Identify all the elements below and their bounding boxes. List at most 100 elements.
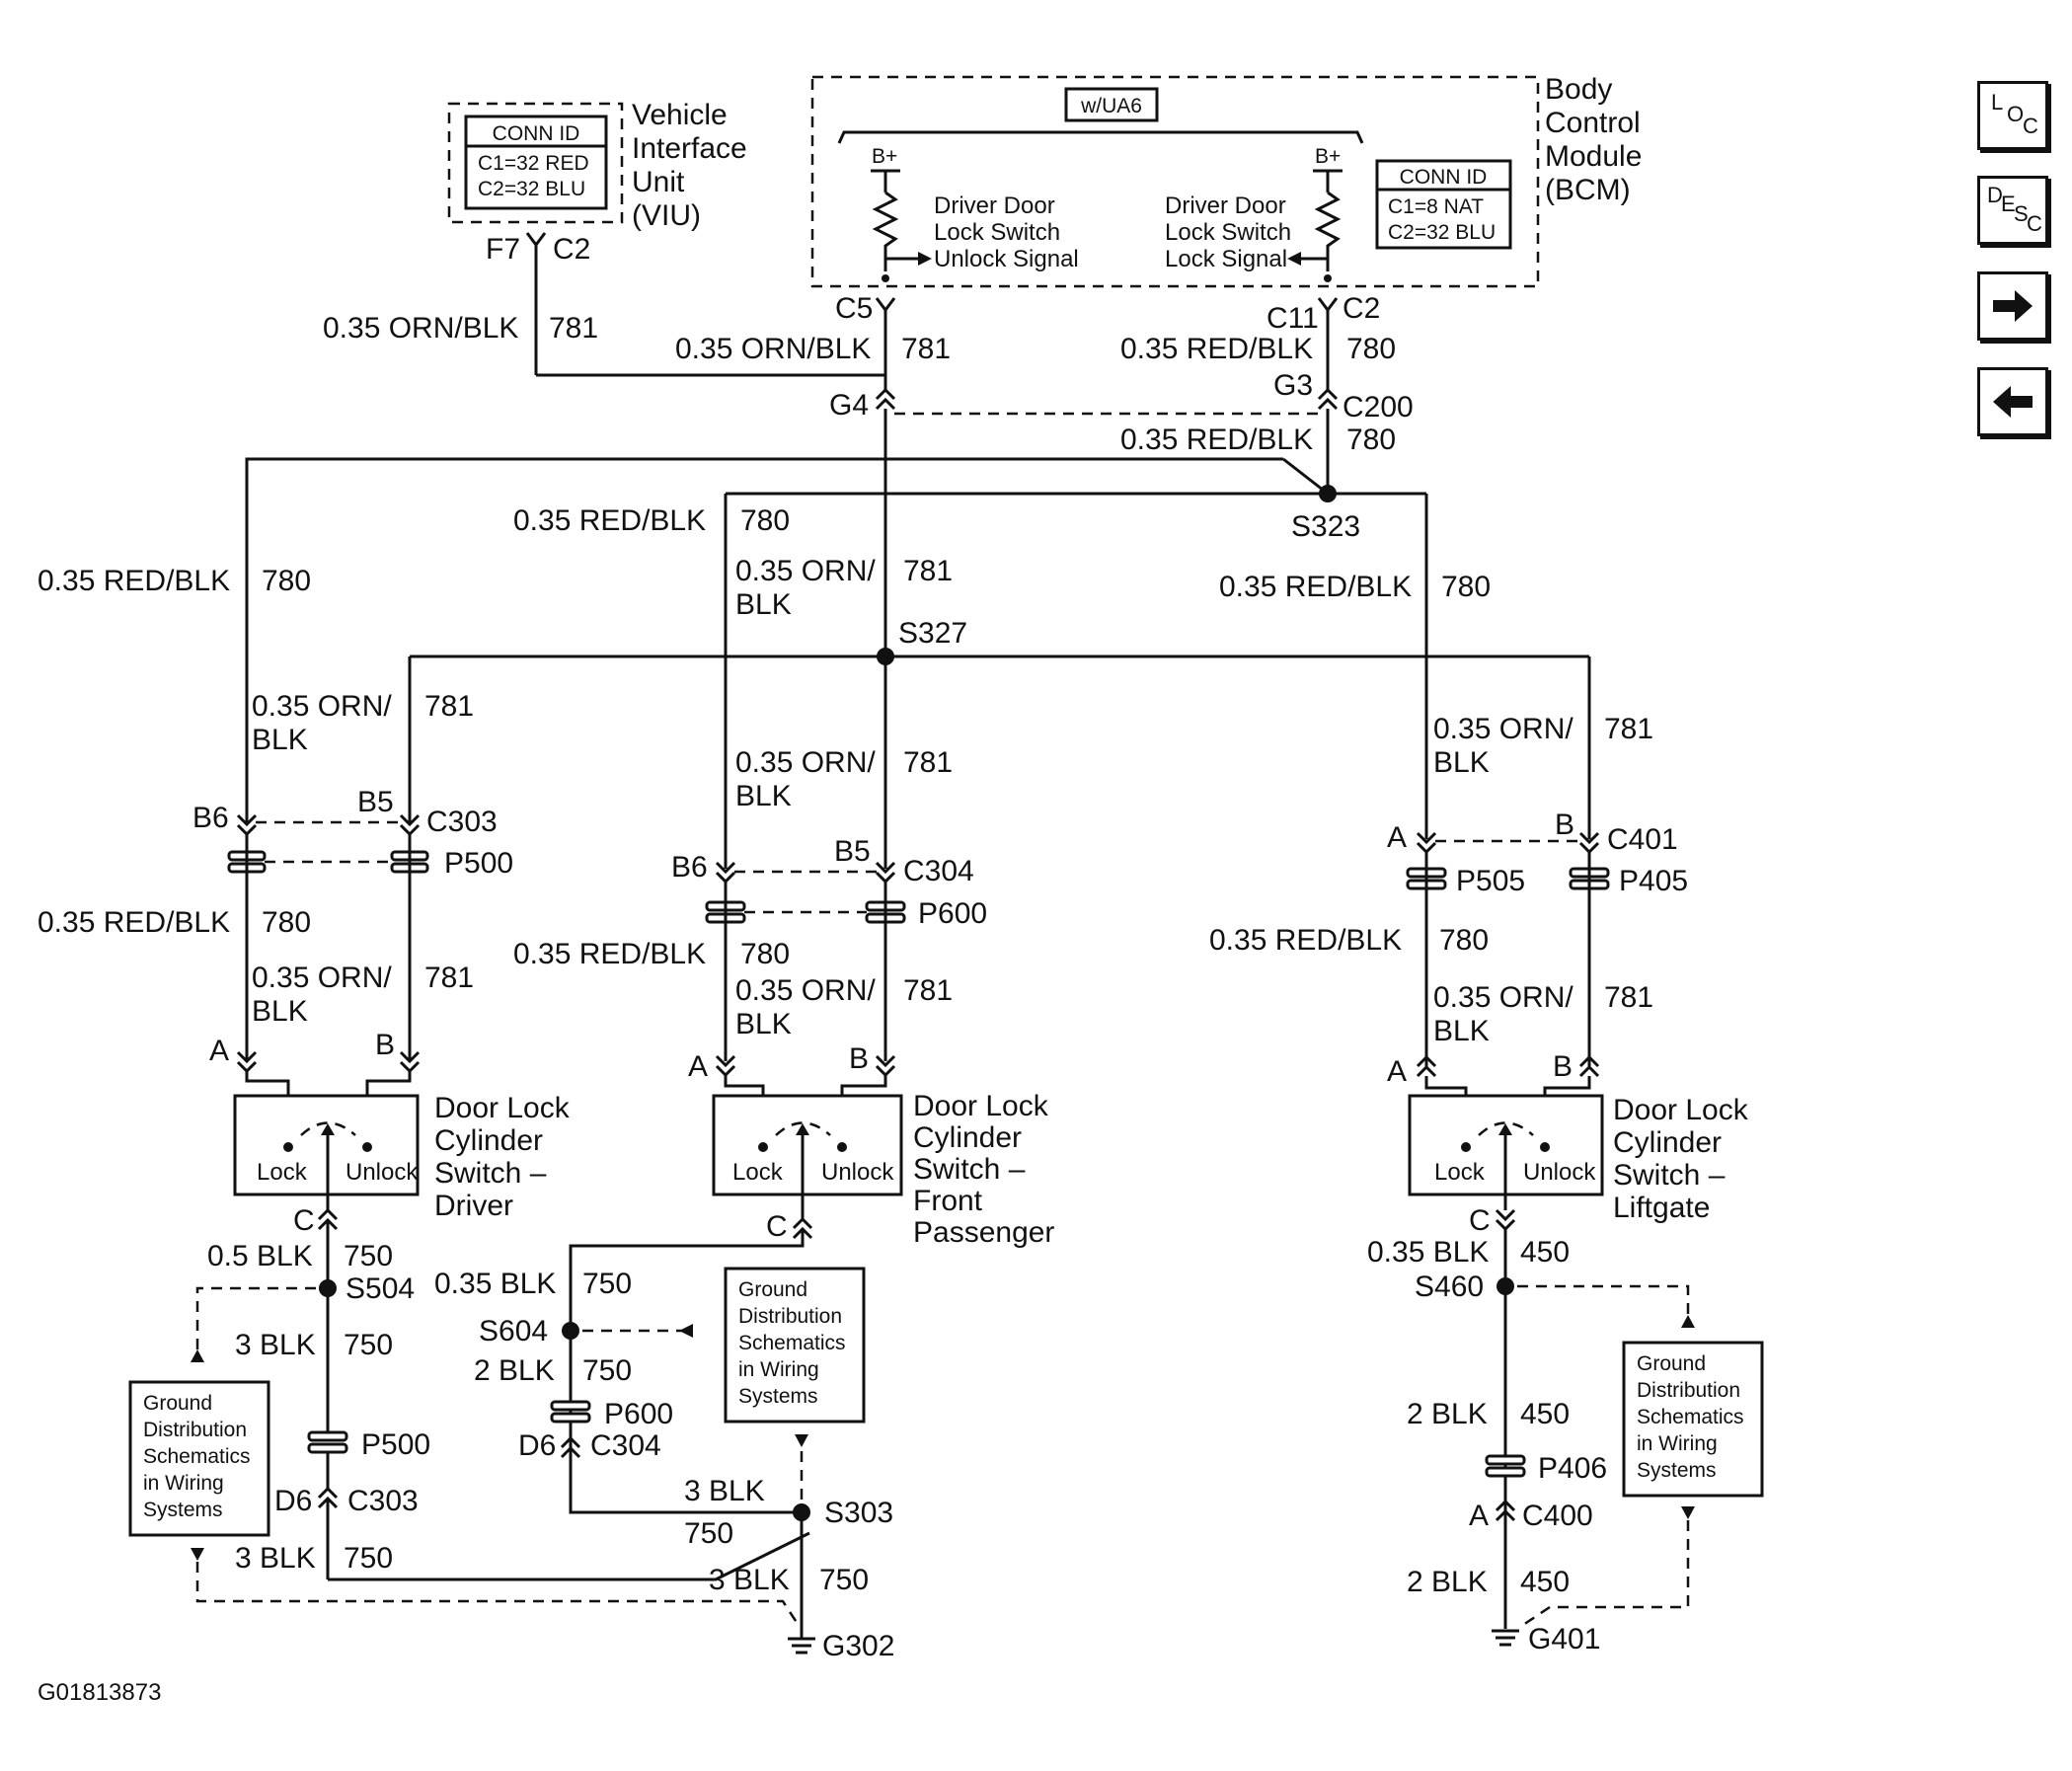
lift-switch-name-3: Switch – — [1613, 1159, 1726, 1192]
conn-p600: P600 — [918, 897, 987, 930]
front-switch-name-3: Switch – — [913, 1153, 1026, 1186]
lift-unlock-label: Unlock — [1523, 1159, 1596, 1186]
wl-c11-color: 0.35 RED/BLK — [1120, 333, 1313, 365]
wl-l450-num: 450 — [1520, 1236, 1570, 1269]
conn-c303-low: C303 — [347, 1485, 419, 1517]
bcm-option: w/UA6 — [1080, 95, 1142, 117]
wl-f781-a: 0.35 ORN/ — [735, 746, 876, 779]
wl-front780-num: 780 — [740, 504, 790, 537]
pin-a-front: A — [688, 1050, 708, 1083]
conn-b5-front: B5 — [834, 835, 871, 868]
wl-lift780-num: 780 — [1441, 571, 1491, 603]
loc-letter-l: L — [1991, 90, 2004, 115]
wl-d750-num: 750 — [344, 1240, 393, 1272]
pin-c-lift: C — [1469, 1204, 1491, 1237]
desc-letter-d: D — [1987, 183, 2003, 207]
driver-branch: 0.35 ORN/ BLK 781 B6 B5 C303 P500 0.35 R… — [38, 690, 810, 1625]
gnd-note-mid-4: in Wiring — [738, 1358, 819, 1381]
conn-c304-low: C304 — [590, 1429, 661, 1462]
wl-d781-num: 781 — [424, 690, 474, 723]
wl-trunk781-b: BLK — [735, 588, 792, 621]
location-button[interactable]: L O C — [1977, 81, 2048, 150]
liftgate-branch: 0.35 ORN/ BLK 781 A B C401 P505 P405 0.3… — [1209, 713, 1764, 1656]
wl-l781-num: 781 — [1604, 713, 1653, 745]
conn-p406: P406 — [1538, 1452, 1607, 1485]
gnd-note-right-5: Systems — [1637, 1459, 1717, 1482]
bcm-lock-label-1: Driver Door — [1165, 192, 1286, 219]
gnd-note-right-4: in Wiring — [1637, 1432, 1718, 1455]
driver-unlock-label: Unlock — [345, 1159, 419, 1186]
conn-p405: P405 — [1619, 865, 1688, 897]
wl-d750b-color: 3 BLK — [235, 1329, 316, 1361]
desc-letter-c: C — [2027, 211, 2042, 236]
wl-l780-color: 0.35 RED/BLK — [1209, 924, 1402, 957]
bcm-module: w/UA6 B+ Driver Door Lock Switch Unlock … — [810, 73, 1642, 335]
conn-p505: P505 — [1456, 865, 1525, 897]
viu-pin-c2: C2 — [553, 233, 590, 266]
splice-s604: S604 — [479, 1315, 548, 1348]
conn-c304: C304 — [903, 855, 974, 887]
wl-f781-b: BLK — [735, 780, 792, 812]
viu-pin-f7: F7 — [486, 233, 520, 266]
pin-b-lift-top: B — [1555, 808, 1574, 841]
conn-p500-low: P500 — [361, 1428, 430, 1461]
gnd-note-mid-5: Systems — [738, 1385, 818, 1408]
wl-f750-color: 0.35 BLK — [434, 1268, 556, 1300]
wl-l450c-color: 2 BLK — [1407, 1566, 1488, 1598]
next-arrow-button[interactable] — [1977, 271, 2048, 341]
wl-f780-num: 780 — [740, 938, 790, 970]
loc-letter-o: O — [2007, 102, 2025, 126]
conn-g3: G3 — [1273, 369, 1313, 402]
gnd-note-mid-2: Distribution — [738, 1305, 842, 1328]
splice-s327: S327 — [898, 617, 967, 650]
pin-b-driver: B — [375, 1029, 395, 1061]
bcm-name-3: Module — [1545, 140, 1642, 173]
description-button[interactable]: D E S C — [1977, 176, 2048, 245]
splice-s303: S303 — [824, 1497, 893, 1529]
splice-s504: S504 — [345, 1272, 415, 1305]
wl-d750b-num: 750 — [344, 1329, 393, 1361]
wl-c200-color: 0.35 RED/BLK — [1120, 424, 1313, 456]
wl-d781c-b: BLK — [252, 995, 308, 1028]
wl-l780-num: 780 — [1439, 924, 1489, 957]
conn-p500: P500 — [444, 847, 513, 880]
lift-lock-label: Lock — [1434, 1159, 1486, 1186]
wl-lift780-color: 0.35 RED/BLK — [1219, 571, 1412, 603]
pin-b-front: B — [849, 1042, 869, 1075]
wl-l450b-color: 2 BLK — [1407, 1398, 1488, 1430]
arrow-right-icon — [1993, 290, 2033, 322]
pin-a-lift-top: A — [1387, 821, 1407, 854]
lift-switch-name-2: Cylinder — [1613, 1126, 1722, 1159]
front-switch-name-1: Door Lock — [913, 1090, 1049, 1122]
driver-switch-name-4: Driver — [434, 1190, 513, 1222]
wl-d750c-color: 3 BLK — [235, 1542, 316, 1575]
figure-id: G01813873 — [38, 1679, 161, 1706]
prev-arrow-button[interactable] — [1977, 367, 2048, 436]
wl-l450c-num: 450 — [1520, 1566, 1570, 1598]
bcm-name-4: (BCM) — [1545, 174, 1631, 206]
wl-f781c-b: BLK — [735, 1008, 792, 1040]
wire-labels-top: 0.35 ORN/BLK 781 0.35 ORN/BLK 781 0.35 R… — [38, 312, 1491, 650]
wl-d781-b: BLK — [252, 724, 308, 756]
wl-l781c-a: 0.35 ORN/ — [1433, 981, 1573, 1014]
wl-f780-color: 0.35 RED/BLK — [513, 938, 706, 970]
conn-c400: C400 — [1522, 1500, 1593, 1532]
viu-conn-c2: C2=32 BLU — [478, 178, 585, 200]
gnd-note-left-2: Distribution — [143, 1419, 247, 1441]
wl-l781-a: 0.35 ORN/ — [1433, 713, 1573, 745]
wl-f781-num: 781 — [903, 746, 953, 779]
ground-g401: G401 — [1528, 1623, 1600, 1656]
front-switch-name-2: Cylinder — [913, 1121, 1022, 1154]
desc-letter-e: E — [2001, 192, 2016, 216]
front-switch-name-5: Passenger — [913, 1216, 1054, 1249]
lift-switch-name-1: Door Lock — [1613, 1094, 1749, 1126]
wl-c200-num: 780 — [1346, 424, 1396, 456]
wl-driver780-num: 780 — [262, 565, 311, 597]
wl-f750c-num: 750 — [684, 1517, 733, 1550]
front-passenger-branch: 0.35 ORN/ BLK 781 B6 B5 C304 P600 0.35 R… — [434, 746, 1054, 1662]
bcm-pin-c5: C5 — [835, 292, 873, 325]
wl-front780-color: 0.35 RED/BLK — [513, 504, 706, 537]
wl-d781c-a: 0.35 ORN/ — [252, 962, 392, 994]
front-lock-label: Lock — [732, 1159, 784, 1186]
